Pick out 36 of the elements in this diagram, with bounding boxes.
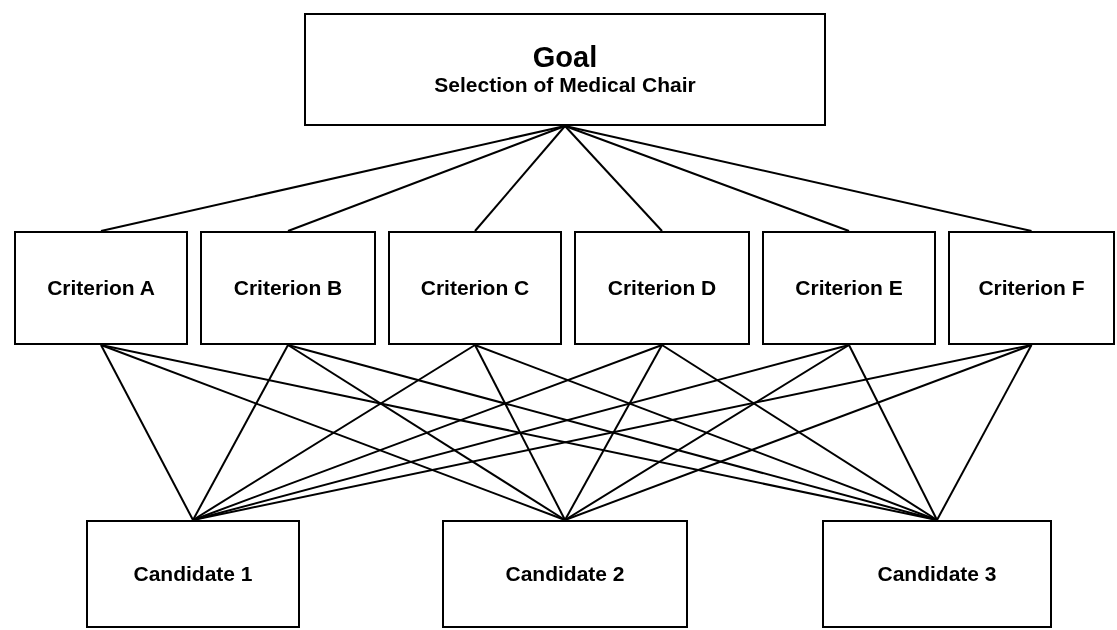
criterion-box	[200, 231, 376, 345]
connector-line	[661, 344, 938, 521]
criterion-box	[574, 231, 750, 345]
connector-line	[287, 344, 566, 521]
connector-line	[287, 125, 566, 232]
box-text: Selection of Medical Chair	[434, 73, 696, 98]
box-text: Criterion A	[47, 276, 155, 300]
candidate-box	[442, 520, 688, 628]
box-text: Candidate 1	[133, 562, 253, 586]
connector-line	[192, 344, 289, 521]
box-text: Criterion B	[233, 276, 343, 300]
criterion-box	[762, 231, 936, 345]
connector-line	[564, 125, 850, 232]
box-text: Criterion C	[420, 276, 530, 300]
connector-line	[564, 344, 663, 521]
connector-line	[564, 344, 850, 521]
connector-line	[848, 344, 938, 521]
candidate-box	[86, 520, 300, 628]
connector-line	[564, 344, 1033, 521]
criterion-box	[14, 231, 188, 345]
box-text: Criterion F	[978, 276, 1085, 300]
box-text: Candidate 3	[877, 562, 997, 586]
box-text: Criterion D	[607, 276, 717, 300]
connector-line	[192, 344, 476, 521]
goal-box	[304, 13, 826, 126]
box-text: Criterion E	[795, 276, 903, 300]
box-text: Candidate 2	[505, 562, 625, 586]
connector-line	[100, 344, 194, 521]
candidate-box	[822, 520, 1052, 628]
criterion-box	[388, 231, 562, 345]
connector-line	[474, 344, 566, 521]
connector-line	[474, 125, 566, 232]
connector-line	[564, 125, 663, 232]
connector-line	[936, 344, 1033, 521]
criterion-box	[948, 231, 1115, 345]
heading-text: Goal	[532, 41, 598, 74]
